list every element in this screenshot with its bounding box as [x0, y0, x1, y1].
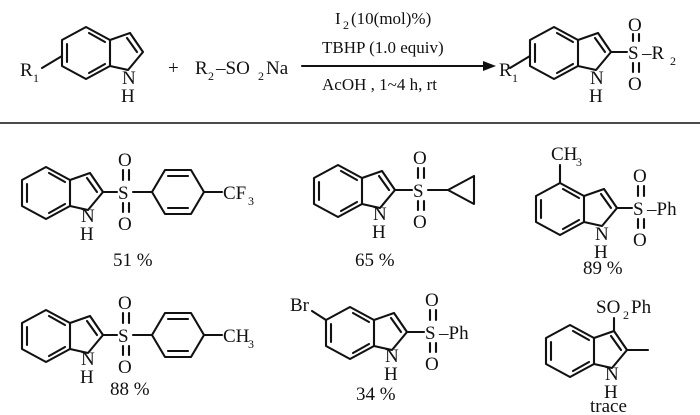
ex2-sulfur: S — [413, 181, 424, 202]
ex6-n: N — [605, 364, 619, 385]
ex4-yield: 88 % — [110, 379, 150, 400]
ex6-so-sub: 2 — [623, 308, 629, 322]
product-nh-h: H — [589, 86, 603, 107]
ex3-ph: –Ph — [646, 199, 677, 220]
ex1-h: H — [80, 224, 94, 245]
sodium-sulfinate: R 2 –SO 2 Na — [195, 58, 289, 83]
product-r1: R — [499, 60, 512, 81]
ex5-n: N — [385, 346, 399, 367]
example-4-structure: N H S O O CH 3 — [20, 293, 254, 388]
sulfinate-so-sub: 2 — [258, 69, 264, 83]
ex1-sulfur: S — [118, 183, 129, 204]
ex5-yield: 34 % — [356, 384, 396, 405]
reactant-indole: N H R 1 — [20, 25, 145, 107]
ex3-h: H — [594, 242, 608, 263]
ex3-ch-sub: 3 — [576, 155, 582, 169]
sulfinate-na: Na — [266, 58, 289, 79]
ex2-n: N — [373, 204, 387, 225]
example-2-structure: N H S O O — [312, 148, 476, 243]
ex5-ph: –Ph — [438, 323, 469, 344]
ex1-cf: CF — [223, 183, 246, 204]
ex1-oxygen-top: O — [118, 150, 132, 171]
product-nh-n: N — [590, 68, 604, 89]
sulfinate-r-sub: 2 — [208, 69, 214, 83]
cond-iodine-sub: 2 — [343, 18, 349, 32]
ex4-ch: CH — [223, 326, 250, 347]
ex4-n: N — [81, 349, 95, 370]
cond-iodine-rest: (10(mol)%) — [351, 9, 431, 28]
ex6-so: SO — [596, 297, 620, 318]
ex3-oxygen-bottom: O — [633, 230, 647, 251]
cond-solvent: AcOH , 1~4 h, rt — [322, 75, 437, 94]
reaction-arrow — [300, 61, 496, 71]
ex4-sulfur: S — [118, 326, 129, 347]
ex6-yield: trace — [590, 396, 627, 415]
example-3-structure: CH 3 N H S O O –Ph — [534, 144, 677, 263]
product-r2: –R — [641, 43, 665, 64]
ex6-h: H — [604, 382, 618, 403]
ex4-h: H — [80, 367, 94, 388]
product-sulfonylindole: N H R 1 S O O –R 2 — [499, 15, 676, 107]
ex4-oxygen-top: O — [118, 293, 132, 314]
ex3-ch: CH — [551, 144, 578, 165]
reactant-nh-h: H — [121, 86, 135, 107]
ex3-n: N — [595, 224, 609, 245]
ex5-h: H — [384, 364, 398, 385]
ex2-yield: 65 % — [355, 250, 395, 271]
ex2-oxygen-bottom: O — [413, 212, 427, 233]
ex3-oxygen-top: O — [633, 166, 647, 187]
product-r2-sub: 2 — [670, 54, 676, 68]
cond-oxidant: TBHP (1.0 equiv) — [322, 38, 444, 57]
ex1-cf-sub: 3 — [248, 194, 254, 208]
product-sulfur: S — [628, 43, 639, 64]
reactant-nh-n: N — [122, 68, 136, 89]
sulfinate-r: R — [195, 58, 208, 79]
reactant-r1-sub: 1 — [33, 71, 39, 85]
ex5-oxygen-top: O — [425, 290, 439, 311]
ex5-br: Br — [290, 295, 310, 316]
ex5-sulfur: S — [425, 323, 436, 344]
sulfinate-so: –SO — [215, 58, 250, 79]
example-5-structure: Br N H S O O –Ph — [290, 290, 469, 385]
product-r1-sub: 1 — [512, 71, 518, 85]
example-1-structure: N H S O O CF 3 — [20, 150, 254, 245]
ex3-sulfur: S — [633, 199, 644, 220]
ex2-oxygen-top: O — [413, 148, 427, 169]
ex3-yield: 89 % — [583, 258, 623, 279]
ex1-oxygen-bottom: O — [118, 214, 132, 235]
cond-iodine: I — [335, 9, 341, 28]
ex4-ch-sub: 3 — [248, 337, 254, 351]
product-oxygen-top: O — [628, 15, 642, 36]
product-oxygen-bottom: O — [628, 74, 642, 95]
ex1-n: N — [81, 206, 95, 227]
ex2-h: H — [372, 222, 386, 243]
example-6-structure: SO 2 Ph N H — [544, 297, 652, 403]
ex5-oxygen-bottom: O — [425, 354, 439, 375]
ex1-yield: 51 % — [113, 250, 153, 271]
reactant-r1: R — [20, 60, 33, 81]
ex6-ph: Ph — [631, 297, 652, 318]
reaction-conditions: I 2 (10(mol)%) TBHP (1.0 equiv) AcOH , 1… — [322, 9, 444, 94]
plus-sign: + — [168, 58, 179, 79]
ex4-oxygen-bottom: O — [118, 357, 132, 378]
